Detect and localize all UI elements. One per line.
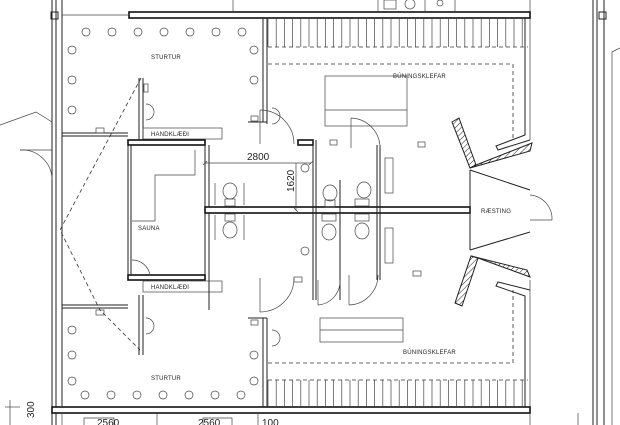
shower-room-top: [59, 18, 281, 351]
shower-room-bottom: [62, 295, 281, 407]
svg-text:100: 100: [262, 418, 279, 425]
svg-text:2560: 2560: [198, 418, 221, 425]
wall-top-mid-2: [297, 139, 314, 146]
exterior-walls: [50, 0, 607, 425]
room-label-changing-bottom: BÚNINGSKLEFAR: [403, 349, 456, 356]
dimension-2800: 2800: [202, 152, 314, 166]
towel-shelf-top: [142, 127, 223, 140]
svg-text:300: 300: [26, 401, 37, 418]
room-label-showers-top: STURTUR: [151, 55, 181, 61]
wall-top-mid: [127, 139, 206, 146]
lockers-bottom: [267, 380, 523, 407]
top-fixtures: [232, 0, 456, 12]
svg-text:2800: 2800: [247, 152, 270, 163]
shower-heads-bottom: [67, 325, 259, 400]
bottom-beam: [51, 406, 531, 414]
room-label-showers-bottom: STURTUR: [151, 376, 181, 382]
room-label-towel-top: HANDKLÆÐI: [151, 132, 189, 138]
top-beam: [128, 11, 531, 19]
wc-block: [204, 139, 471, 300]
bench-top: [324, 75, 408, 127]
towel-shelf-bottom: [142, 280, 223, 293]
doors: [259, 109, 553, 313]
room-label-sauna: SAUNA: [138, 226, 160, 232]
room-label-cleaning: RÆSTING: [481, 209, 511, 215]
dimension-300: 300: [5, 400, 37, 425]
angled-walls: [451, 117, 533, 307]
room-label-towel-bottom: HANDKLÆÐI: [151, 285, 189, 291]
dimension-1620: 1620: [286, 163, 299, 213]
room-label-changing-top: BÚNINGSKLEFAR: [393, 73, 446, 80]
bench-bottom: [319, 317, 404, 343]
wall-bottom-mid: [127, 274, 206, 281]
svg-text:2560: 2560: [97, 418, 120, 425]
sauna-walls: [127, 145, 210, 310]
svg-text:1620: 1620: [286, 169, 297, 192]
lockers-top: [267, 18, 523, 47]
dimension-bottom: 2560 2560 100: [61, 413, 579, 425]
shower-heads-top: [67, 27, 259, 115]
site-lines: [0, 47, 620, 425]
